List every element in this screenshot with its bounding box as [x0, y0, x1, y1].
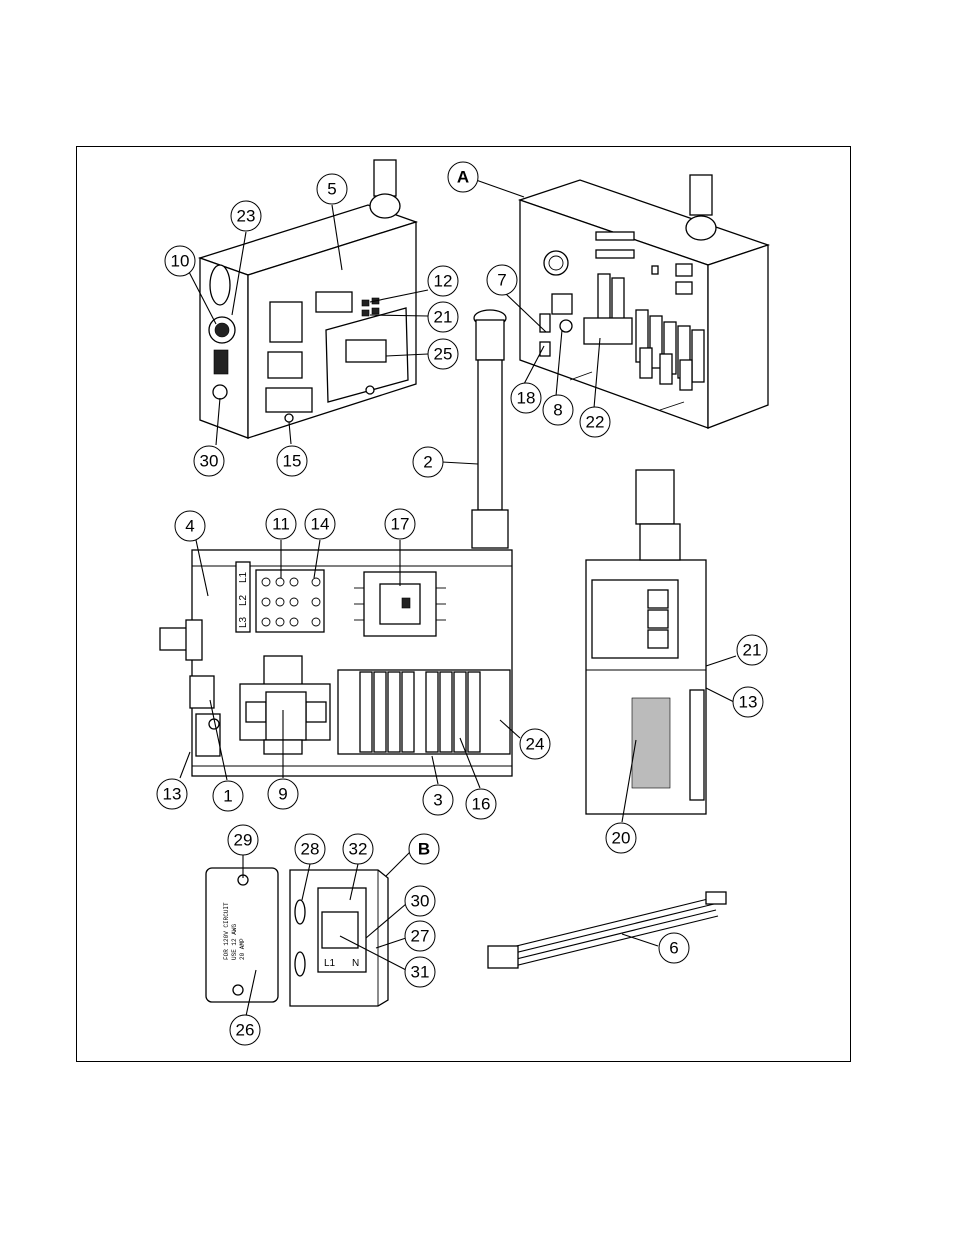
balloon-14: 14 [304, 508, 336, 540]
svg-text:A: A [457, 168, 469, 187]
svg-text:21: 21 [743, 641, 762, 660]
balloon-2: 2 [412, 446, 444, 478]
balloon-17: 17 [384, 508, 416, 540]
balloon-12: 12 [427, 265, 459, 297]
svg-text:23: 23 [237, 207, 256, 226]
balloon-13-left: 13 [156, 778, 188, 810]
svg-text:13: 13 [739, 693, 758, 712]
balloon-8: 8 [542, 394, 574, 426]
receptacle-label-l1: L1 [324, 958, 336, 969]
svg-text:18: 18 [517, 389, 536, 408]
balloon-4: 4 [174, 510, 206, 542]
svg-text:B: B [418, 840, 430, 859]
balloon-31: 31 [404, 956, 436, 988]
balloon-30-top: 30 [193, 445, 225, 477]
svg-text:5: 5 [327, 180, 336, 199]
drawing-frame [76, 146, 851, 1062]
svg-text:20: 20 [612, 829, 631, 848]
svg-text:32: 32 [349, 840, 368, 859]
conduit-assembly [471, 309, 509, 549]
cover-text-line1: FOR 120V CIRCUIT [223, 902, 230, 960]
balloon-28: 28 [294, 833, 326, 865]
receptacle-cover: FOR 120V CIRCUIT USE 12 AWG 20 AMP [205, 867, 279, 1003]
balloon-5: 5 [316, 173, 348, 205]
balloon-26: 26 [229, 1014, 261, 1046]
svg-text:21: 21 [434, 308, 453, 327]
leader-lines [179, 179, 737, 1017]
cover-text-line2: USE 12 AWG [231, 924, 238, 960]
svg-text:27: 27 [411, 927, 430, 946]
callout-balloons: 5 23 10 12 21 25 30 15 A 7 18 8 22 2 4 1… [156, 161, 768, 1046]
front-panel: L1 L2 L3 [159, 549, 513, 777]
balloon-20: 20 [605, 822, 637, 854]
svg-text:17: 17 [391, 515, 410, 534]
terminal-label-l3: L3 [238, 616, 249, 628]
terminal-label-l1: L1 [238, 571, 249, 583]
balloon-16: 16 [465, 788, 497, 820]
svg-text:8: 8 [553, 401, 562, 420]
balloon-11: 11 [265, 508, 297, 540]
receptacle-label-n: N [352, 958, 359, 969]
balloon-30-bottom: 30 [404, 885, 436, 917]
breaker-bank [359, 671, 481, 753]
svg-text:3: 3 [433, 791, 442, 810]
svg-text:13: 13 [163, 785, 182, 804]
svg-text:10: 10 [171, 252, 190, 271]
balloon-15: 15 [276, 445, 308, 477]
balloon-a: A [447, 161, 479, 193]
svg-text:11: 11 [272, 515, 290, 534]
svg-text:6: 6 [669, 939, 678, 958]
control-box-open [517, 174, 771, 429]
terminal-label-l2: L2 [238, 594, 249, 606]
balloon-25: 25 [427, 338, 459, 370]
balloon-21-right: 21 [736, 634, 768, 666]
svg-text:4: 4 [185, 517, 194, 536]
wire-harness [487, 891, 727, 969]
svg-text:9: 9 [278, 785, 287, 804]
svg-text:30: 30 [200, 452, 219, 471]
balloon-23: 23 [230, 200, 262, 232]
balloon-22: 22 [579, 406, 611, 438]
breaker-row [635, 309, 705, 391]
svg-text:22: 22 [586, 413, 605, 432]
balloon-24: 24 [519, 728, 551, 760]
balloon-6: 6 [658, 932, 690, 964]
svg-text:30: 30 [411, 892, 430, 911]
svg-text:31: 31 [411, 963, 430, 982]
balloon-7: 7 [486, 264, 518, 296]
balloon-21-top: 21 [427, 301, 459, 333]
svg-text:25: 25 [434, 345, 453, 364]
side-view-box [585, 469, 707, 815]
control-box-closed [197, 159, 419, 439]
balloon-3: 3 [422, 784, 454, 816]
balloon-b: B [408, 833, 440, 865]
svg-text:7: 7 [497, 271, 506, 290]
svg-text:29: 29 [234, 831, 253, 850]
balloon-29: 29 [227, 824, 259, 856]
svg-text:14: 14 [311, 515, 330, 534]
balloon-18: 18 [510, 382, 542, 414]
balloon-27: 27 [404, 920, 436, 952]
balloon-13-right: 13 [732, 686, 764, 718]
svg-text:24: 24 [526, 735, 545, 754]
balloon-10: 10 [164, 245, 196, 277]
svg-text:1: 1 [223, 787, 232, 806]
terminal-screws [261, 577, 321, 627]
balloon-32: 32 [342, 833, 374, 865]
svg-text:26: 26 [236, 1021, 255, 1040]
svg-text:15: 15 [283, 452, 302, 471]
svg-text:28: 28 [301, 840, 320, 859]
svg-text:16: 16 [472, 795, 491, 814]
svg-text:2: 2 [423, 453, 432, 472]
receptacle-box: L1 N [289, 869, 389, 1007]
balloon-1: 1 [212, 780, 244, 812]
balloon-9: 9 [267, 778, 299, 810]
svg-text:12: 12 [434, 272, 453, 291]
cover-text-line3: 20 AMP [239, 938, 246, 960]
